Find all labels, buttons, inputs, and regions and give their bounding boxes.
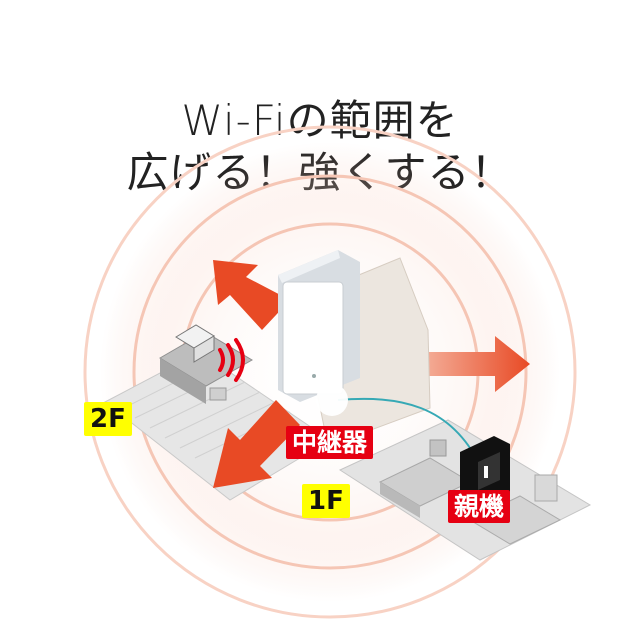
arrow-down-left [213, 400, 300, 488]
connection-line [316, 384, 481, 466]
arrow-right [395, 336, 530, 392]
floor-1-badge: 1F [302, 484, 350, 518]
chair [209, 387, 227, 401]
arrow-up-left [213, 260, 290, 330]
signal-expansion-arrow-icon [213, 260, 530, 488]
floor-2-badge: 2F [84, 402, 132, 436]
wifi-repeater-device-icon [278, 250, 360, 402]
wifi-signal-icon [218, 338, 245, 382]
ring-outer [83, 125, 577, 619]
router-badge: 親機 [448, 490, 511, 523]
headline-line-1: Wi-Fiの範囲を [181, 96, 459, 145]
repeater-badge: 中継器 [286, 426, 374, 459]
laptop-icon [175, 324, 215, 363]
